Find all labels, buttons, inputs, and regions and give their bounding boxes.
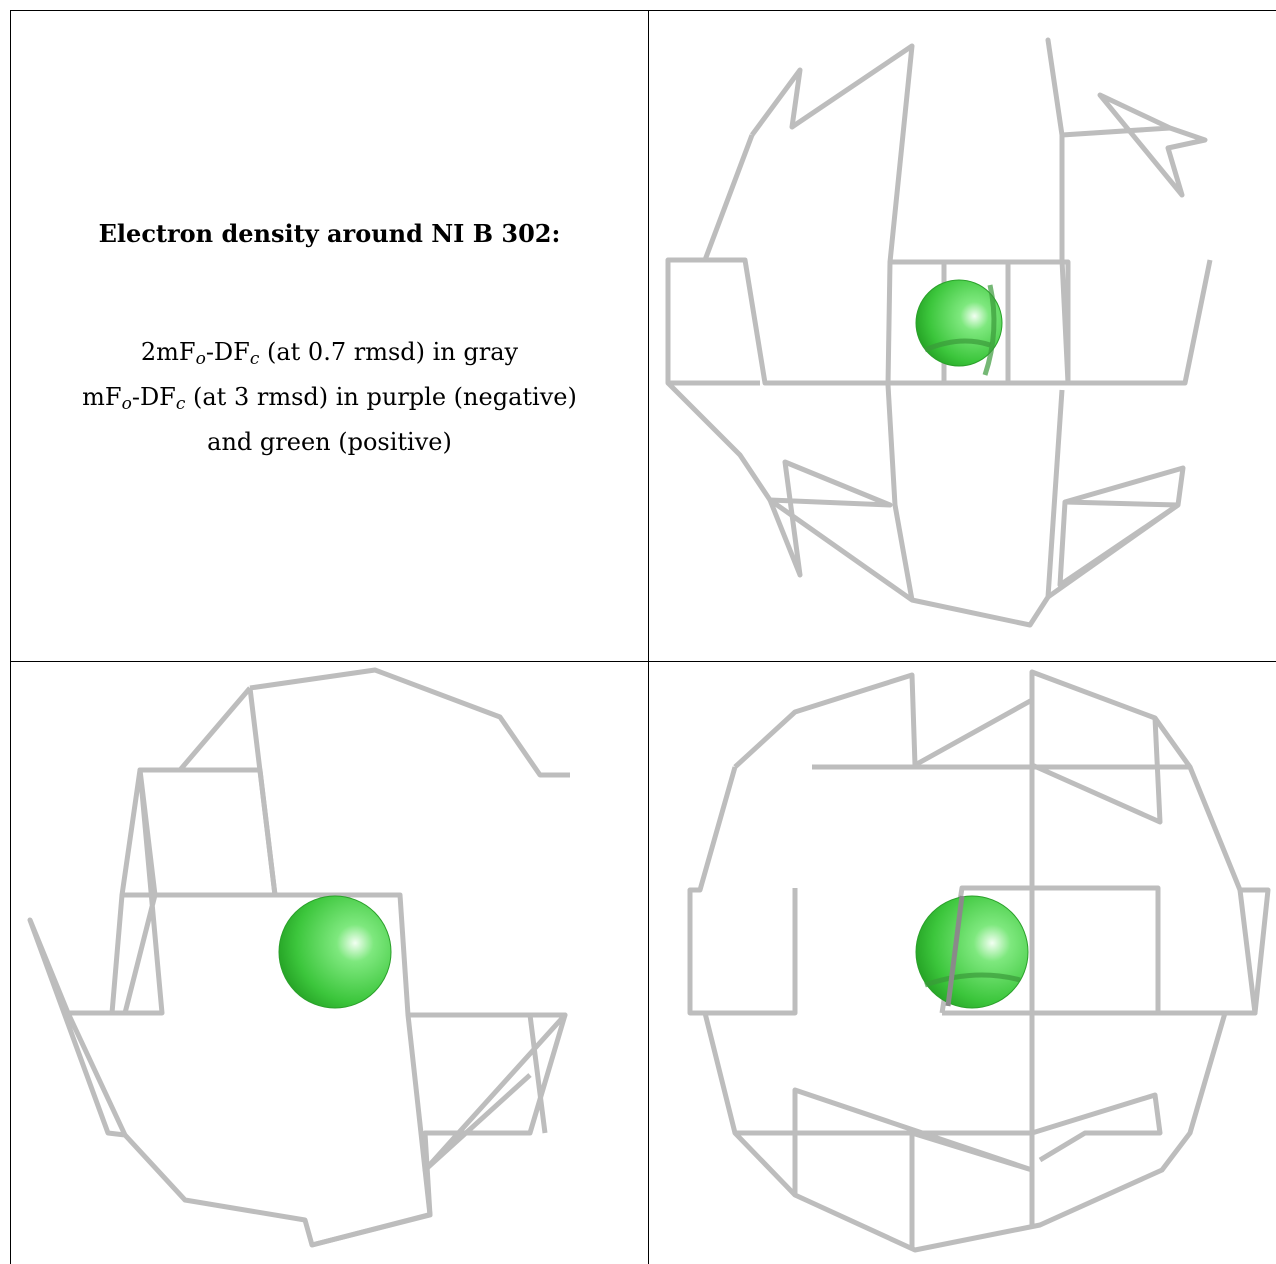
mesh-bottom-right — [687, 669, 1271, 1253]
table-border-top — [10, 10, 1276, 11]
caption-line-1: 2mFo-DFc (at 0.7 rmsd) in gray — [140, 338, 519, 369]
caption-line-2: mFo-DFc (at 3 rmsd) in purple (negative) — [82, 383, 577, 414]
table-border-left — [10, 10, 11, 1264]
caption-title: Electron density around NI B 302: — [98, 219, 561, 248]
caption-line-3: and green (positive) — [207, 428, 452, 456]
ni-atom-bottom-right — [915, 895, 1029, 1009]
mesh-bottom-left — [27, 667, 570, 1248]
table-divider-horizontal — [10, 661, 1276, 662]
caption-description: 2mFo-DFc (at 0.7 rmsd) in gray mFo-DFc (… — [11, 333, 648, 461]
table-divider-vertical — [648, 10, 649, 1264]
caption-cell: Electron density around NI B 302: 2mFo-D… — [11, 11, 648, 661]
mesh-top-right — [665, 37, 1213, 628]
ni-atom-bottom-left — [278, 895, 392, 1009]
